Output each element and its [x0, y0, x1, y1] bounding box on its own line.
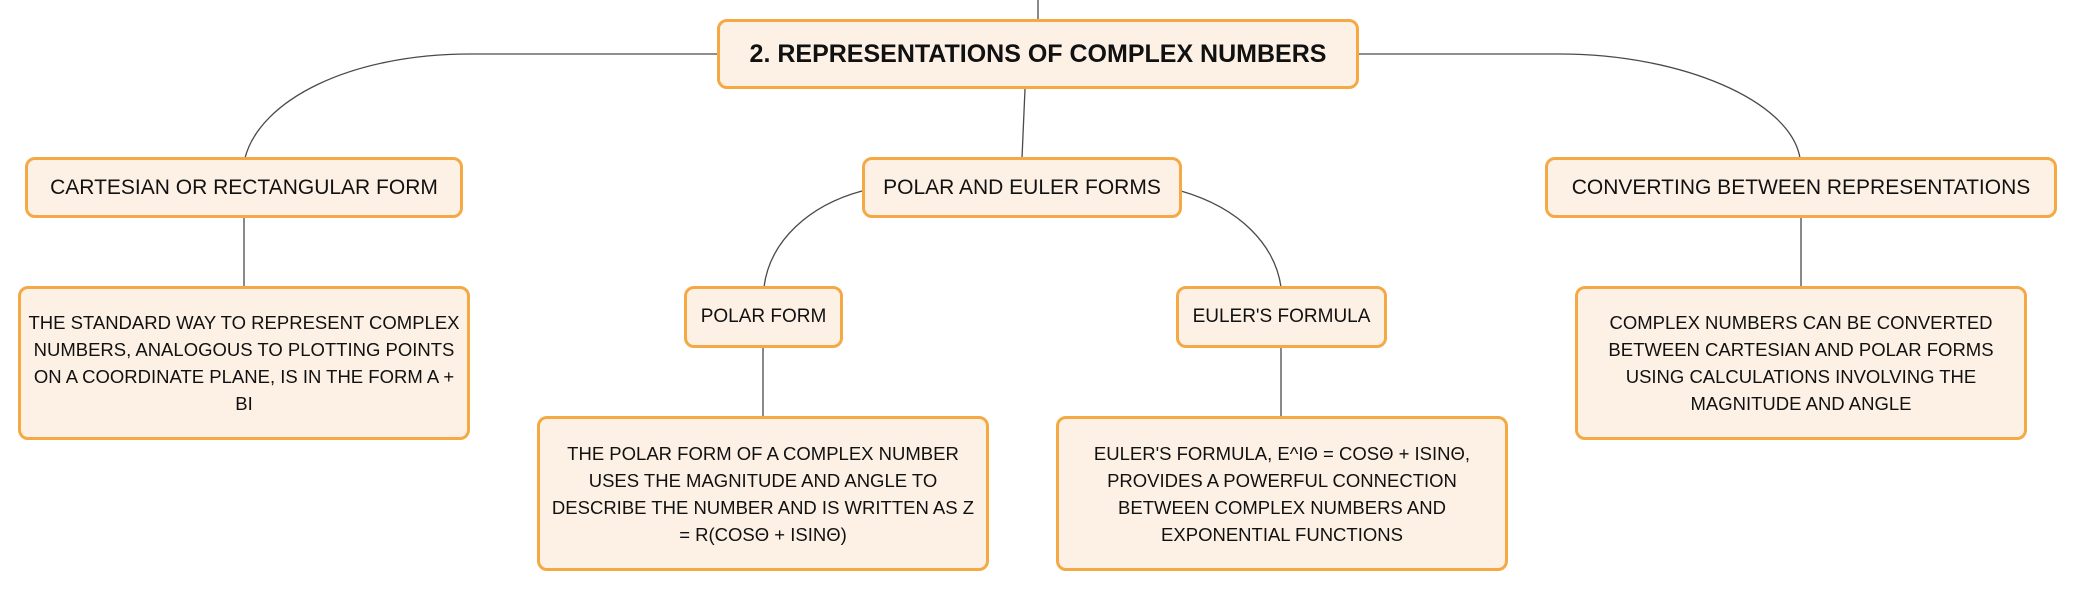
converting-node[interactable]: CONVERTING BETWEEN REPRESENTATIONS — [1545, 157, 2057, 218]
polar-euler-label: POLAR AND EULER FORMS — [883, 175, 1161, 199]
root-label: 2. REPRESENTATIONS OF COMPLEX NUMBERS — [749, 39, 1327, 68]
eulers-formula-description: EULER'S FORMULA, E^IΘ = COSΘ + ISINΘ, PR… — [1093, 442, 1471, 545]
converting-description-node[interactable]: COMPLEX NUMBERS CAN BE CONVERTED BETWEEN… — [1575, 286, 2027, 440]
eulers-formula-node[interactable]: EULER'S FORMULA — [1176, 286, 1387, 348]
polar-euler-node[interactable]: POLAR AND EULER FORMS — [862, 157, 1182, 218]
converting-label: CONVERTING BETWEEN REPRESENTATIONS — [1571, 175, 2031, 199]
connector-polar-euler-polar — [763, 190, 863, 288]
cartesian-label: CARTESIAN OR RECTANGULAR FORM — [50, 175, 438, 199]
cartesian-node[interactable]: CARTESIAN OR RECTANGULAR FORM — [25, 157, 463, 218]
connector-root-polar-euler — [1021, 88, 1026, 159]
cartesian-description-node[interactable]: THE STANDARD WAY TO REPRESENT COMPLEX NU… — [18, 286, 470, 440]
root-node[interactable]: 2. REPRESENTATIONS OF COMPLEX NUMBERS — [717, 19, 1359, 89]
polar-form-label: POLAR FORM — [700, 306, 827, 327]
converting-description: COMPLEX NUMBERS CAN BE CONVERTED BETWEEN… — [1608, 312, 1994, 414]
eulers-formula-description-node[interactable]: EULER'S FORMULA, E^IΘ = COSΘ + ISINΘ, PR… — [1056, 416, 1508, 571]
cartesian-description: THE STANDARD WAY TO REPRESENT COMPLEX NU… — [28, 312, 460, 414]
connector-root-converting — [1359, 53, 1801, 159]
polar-form-node[interactable]: POLAR FORM — [684, 286, 843, 348]
connector-root-cartesian — [244, 53, 717, 159]
eulers-formula-label: EULER'S FORMULA — [1192, 306, 1371, 327]
polar-form-description-node[interactable]: THE POLAR FORM OF A COMPLEX NUMBER USES … — [537, 416, 989, 571]
connector-polar-euler-euler — [1180, 190, 1282, 288]
polar-form-description: THE POLAR FORM OF A COMPLEX NUMBER USES … — [551, 442, 975, 545]
